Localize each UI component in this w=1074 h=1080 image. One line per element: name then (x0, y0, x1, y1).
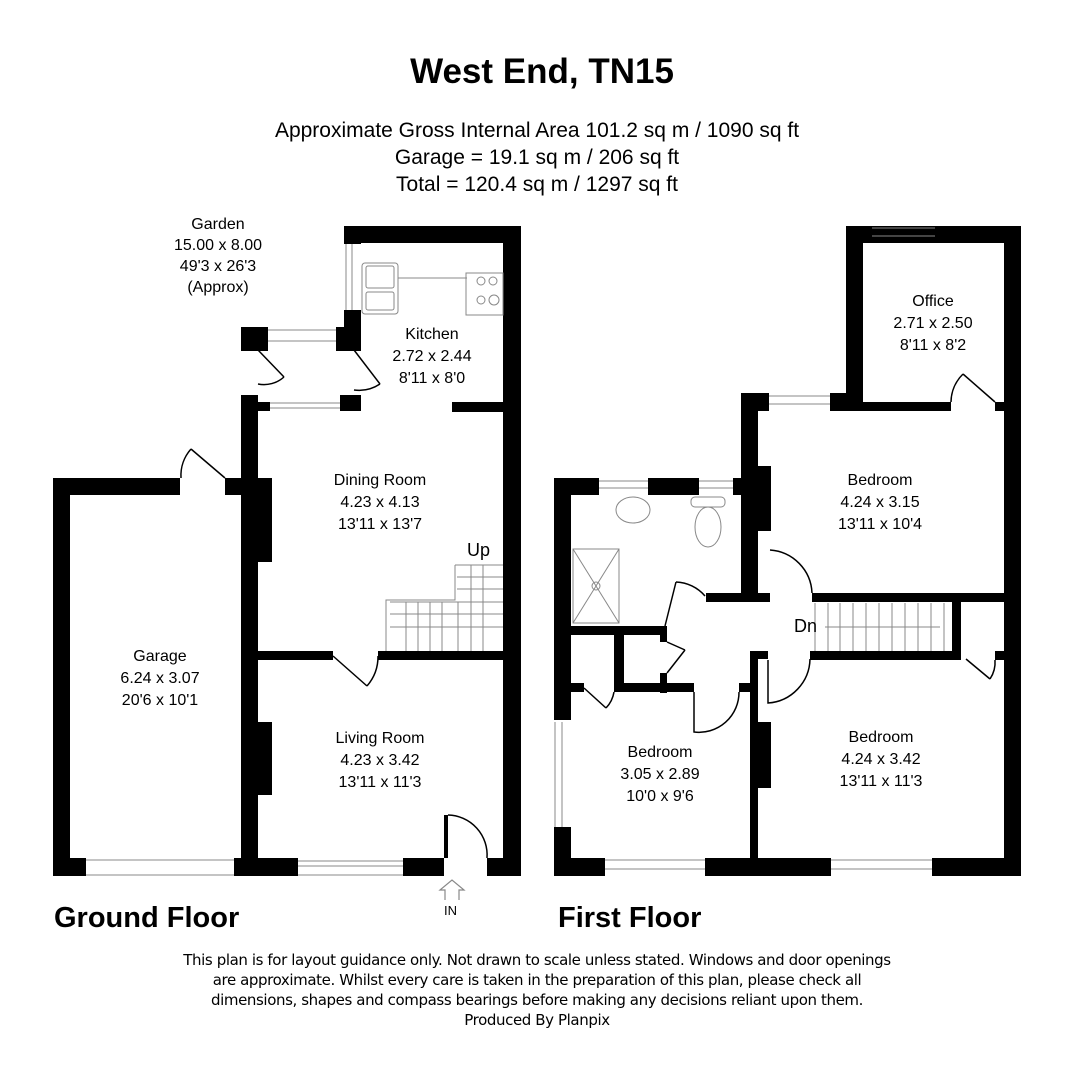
first-floor-doors (583, 373, 996, 734)
room-office: Office 2.71 x 2.50 8'11 x 8'2 (893, 291, 972, 357)
garden-note: (Approx) (187, 279, 249, 296)
room-living: Living Room 4.23 x 3.42 13'11 x 11'3 (336, 728, 425, 794)
room-garage: Garage 6.24 x 3.07 20'6 x 10'1 (120, 646, 199, 712)
room-dining: Dining Room 4.23 x 4.13 13'11 x 13'7 (334, 470, 426, 536)
room-imperial: 8'11 x 8'2 (899, 337, 967, 354)
room-metric: 6.24 x 3.07 (120, 670, 200, 687)
room-metric: 4.24 x 3.15 (840, 494, 920, 511)
room-name: Dining Room (333, 472, 427, 489)
room-imperial: 13'11 x 11'3 (338, 774, 422, 791)
room-metric: 2.72 x 2.44 (392, 348, 472, 365)
total-area-line: Total = 120.4 sq m / 1297 sq ft (396, 173, 678, 196)
room-name: Living Room (335, 730, 425, 747)
gross-area-line: Approximate Gross Internal Area 101.2 sq… (274, 119, 800, 142)
room-metric: 2.71 x 2.50 (893, 315, 973, 332)
first-floor-label: First Floor (558, 902, 702, 934)
room-metric: 4.23 x 4.13 (340, 494, 420, 511)
garage-area-line: Garage = 19.1 sq m / 206 sq ft (394, 146, 680, 169)
room-bedroom-2: Bedroom 3.05 x 2.89 10'0 x 9'6 (620, 742, 699, 808)
entrance-label: IN (444, 903, 457, 918)
stairs-down-label: Dn (794, 616, 818, 636)
room-name: Bedroom (847, 472, 913, 489)
room-name: Garage (133, 648, 187, 665)
disclaimer: This plan is for layout guidance only. N… (0, 950, 1074, 1030)
room-metric: 3.05 x 2.89 (620, 766, 700, 783)
entrance-arrow-icon (438, 879, 466, 900)
room-imperial: 13'11 x 11'3 (839, 773, 923, 790)
room-imperial: 8'11 x 8'0 (398, 370, 466, 387)
room-metric: 4.24 x 3.42 (841, 751, 921, 768)
room-metric: 4.23 x 3.42 (340, 752, 420, 769)
garden-label: Garden 15.00 x 8.00 49'3 x 26'3 (Approx) (174, 214, 262, 298)
room-name: Bedroom (848, 729, 914, 746)
room-name: Bedroom (627, 744, 693, 761)
room-name: Office (912, 293, 954, 310)
garden-metric: 15.00 x 8.00 (173, 237, 263, 254)
disclaimer-line-2: are approximate. Whilst every care is ta… (212, 971, 862, 989)
ground-floor-label: Ground Floor (54, 902, 240, 934)
ground-floor-walls (53, 226, 521, 876)
room-imperial: 20'6 x 10'1 (121, 692, 199, 709)
room-bedroom-1: Bedroom 4.24 x 3.15 13'11 x 10'4 (838, 470, 922, 536)
page-title: West End, TN15 (410, 52, 674, 91)
disclaimer-line-3: dimensions, shapes and compass bearings … (210, 991, 863, 1009)
producer-credit: Produced By Planpix (464, 1011, 610, 1029)
disclaimer-line-1: This plan is for layout guidance only. N… (183, 951, 891, 969)
room-imperial: 13'11 x 10'4 (837, 516, 923, 533)
room-name: Kitchen (405, 326, 459, 343)
room-imperial: 13'11 x 13'7 (337, 516, 423, 533)
garden-name: Garden (191, 216, 245, 233)
ground-floor-doors (180, 349, 488, 859)
ground-floor-fixtures (86, 244, 504, 876)
room-imperial: 10'0 x 9'6 (626, 788, 694, 805)
first-floor-fixtures (554, 227, 945, 870)
stairs-up-label: Up (467, 540, 491, 560)
room-bedroom-3: Bedroom 4.24 x 3.42 13'11 x 11'3 (840, 727, 923, 793)
room-kitchen: Kitchen 2.72 x 2.44 8'11 x 8'0 (392, 324, 471, 390)
garden-imperial: 49'3 x 26'3 (179, 258, 257, 275)
